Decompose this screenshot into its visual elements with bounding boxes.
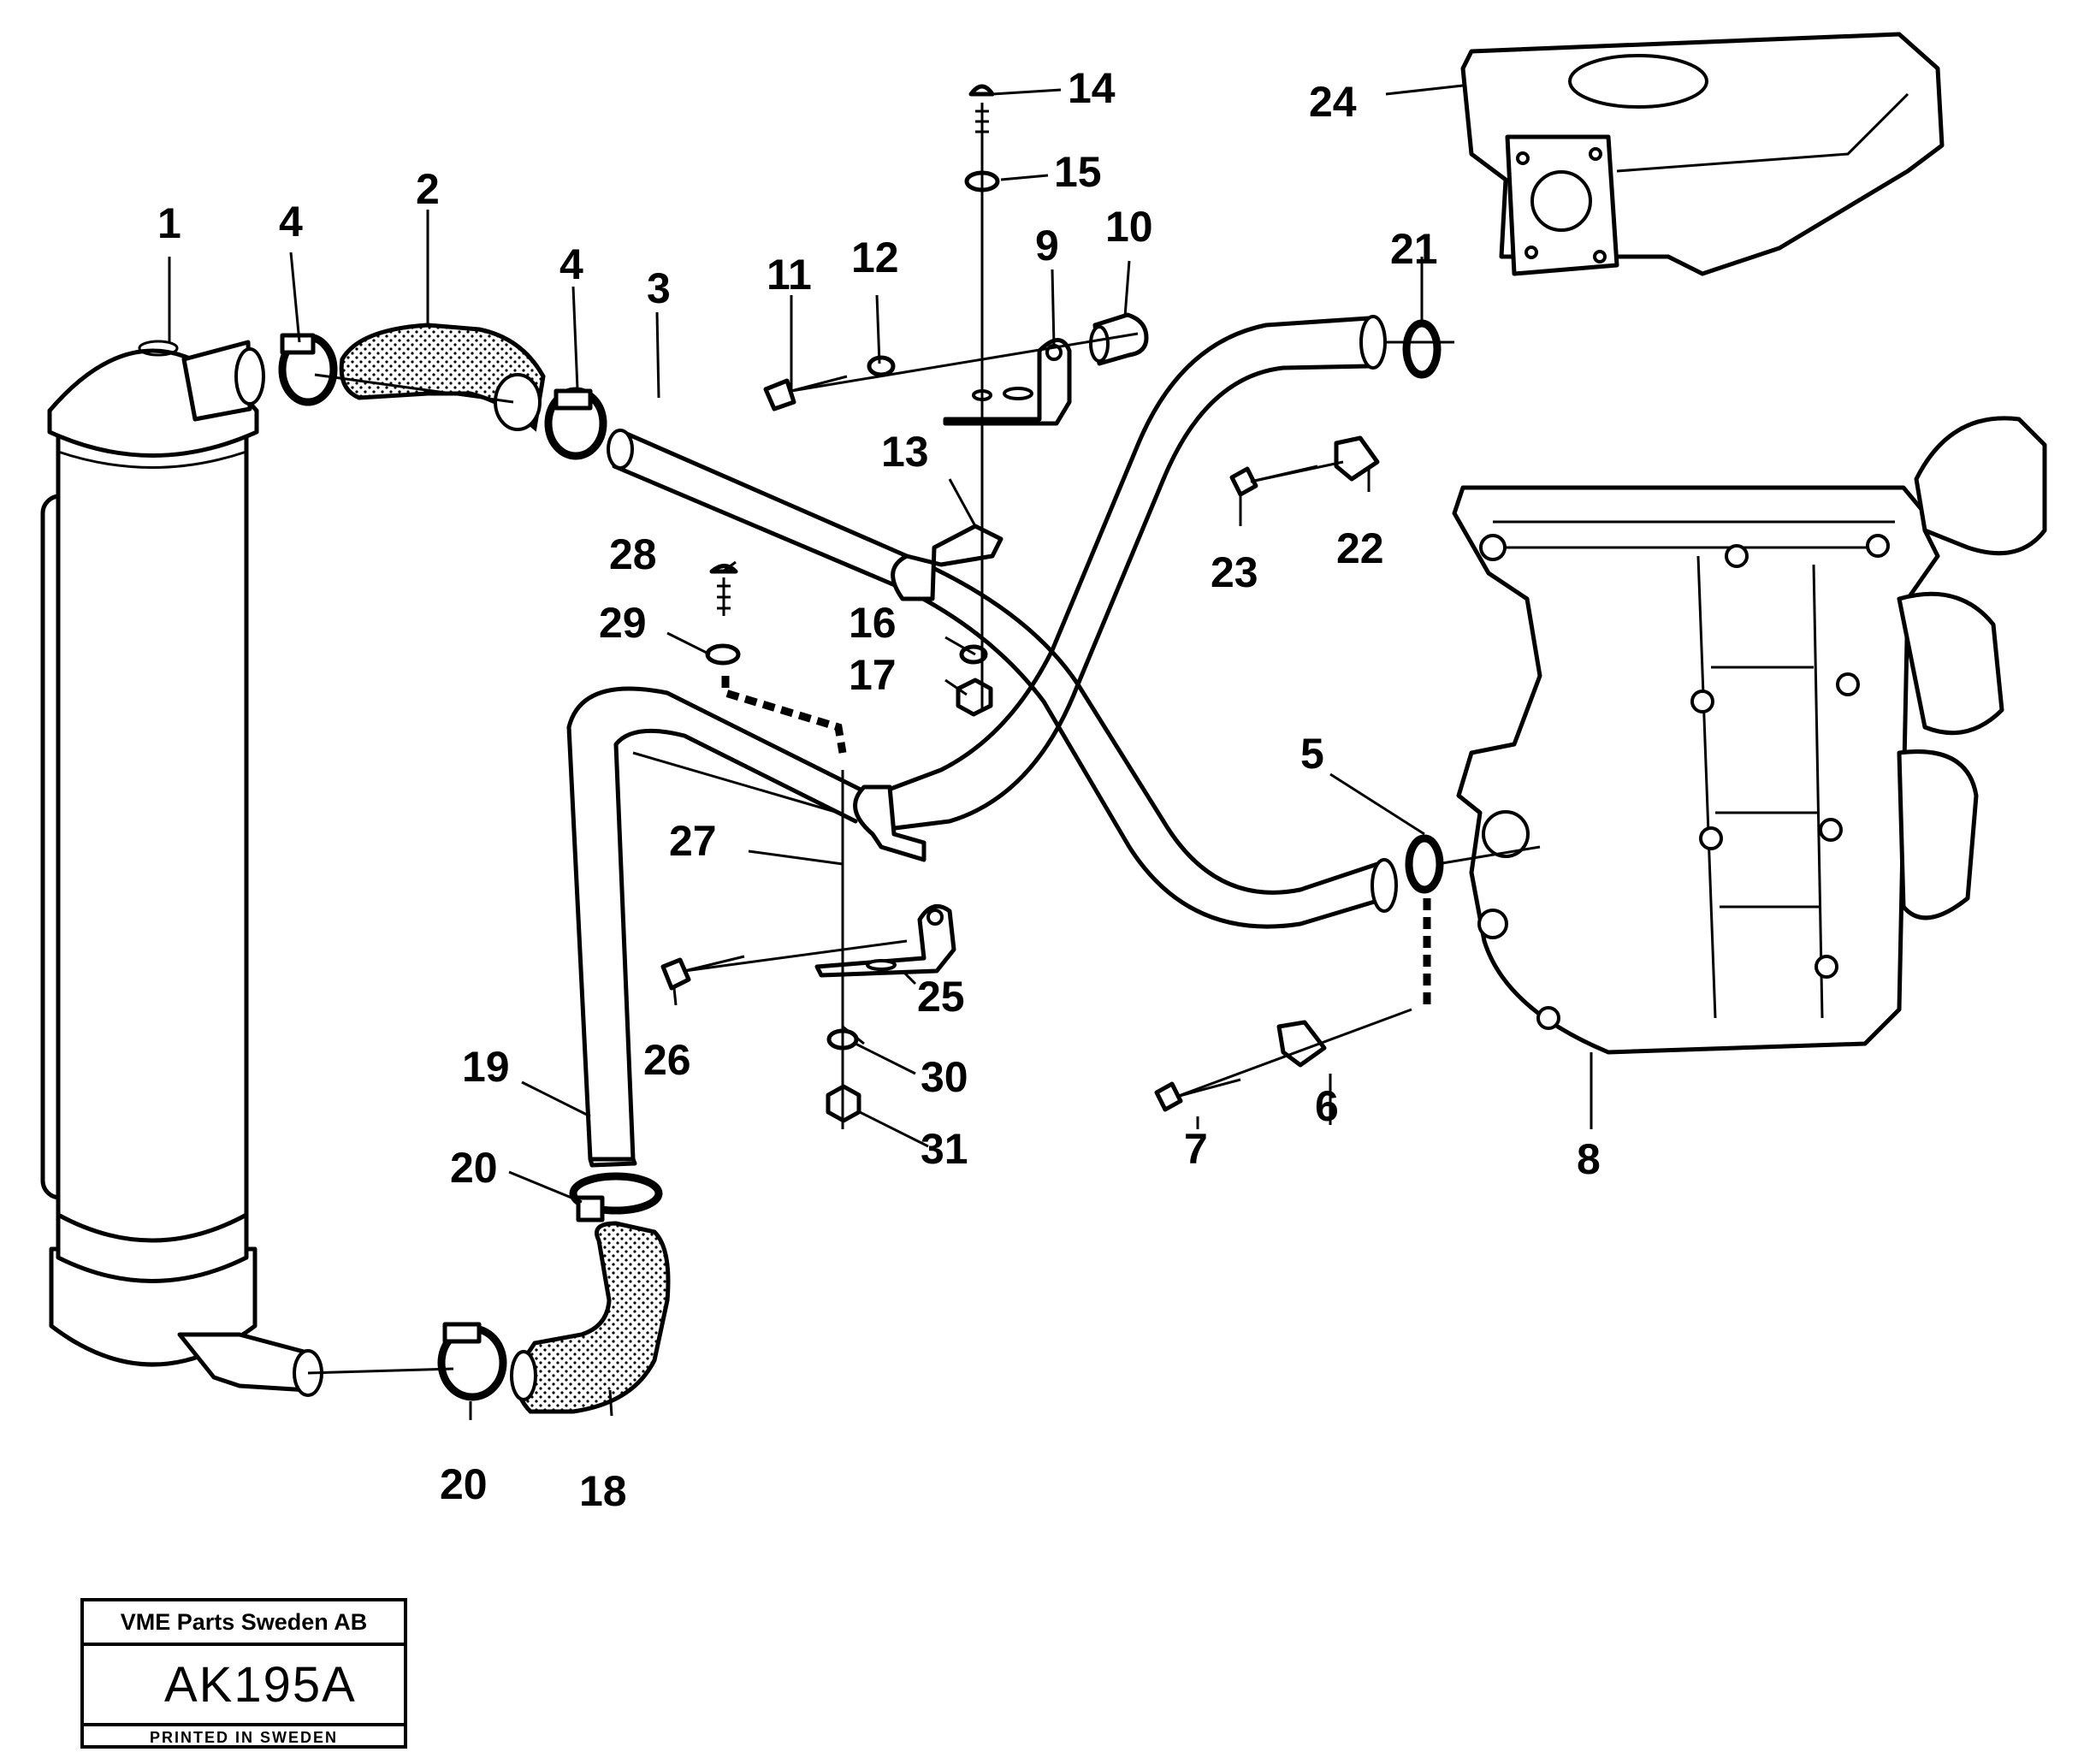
cooler-part-1	[40, 340, 259, 1367]
callout-27: 27	[669, 817, 717, 865]
callout-8: 8	[1577, 1135, 1601, 1183]
clamp-screw	[280, 333, 316, 355]
pipe-19-end	[588, 1157, 637, 1168]
callout-15: 15	[1054, 148, 1102, 196]
callout-3: 3	[647, 264, 671, 312]
callout-20-upper: 20	[450, 1144, 498, 1192]
callout-5: 5	[1300, 730, 1324, 778]
callout-24: 24	[1309, 78, 1357, 126]
drawing-code: AK195A	[84, 1646, 404, 1726]
callout-1: 1	[157, 199, 181, 247]
cover-part-24	[1460, 32, 1945, 276]
callout-25: 25	[917, 973, 965, 1021]
callout-18: 18	[579, 1467, 627, 1515]
callout-11: 11	[767, 251, 812, 299]
clip-part-22	[1334, 435, 1380, 482]
bracket-25-hole	[927, 909, 944, 926]
callout-6: 6	[1315, 1082, 1339, 1130]
callout-28: 28	[609, 530, 657, 578]
callout-22: 22	[1336, 524, 1384, 572]
callout-21: 21	[1390, 225, 1438, 273]
pipe-part-3	[612, 429, 1388, 929]
washer-part-29	[705, 643, 741, 666]
callout-19: 19	[462, 1043, 510, 1091]
assembly-lines	[307, 120, 1541, 1375]
callout-26: 26	[643, 1036, 691, 1084]
clamp-screw	[554, 388, 593, 411]
cooler-lower-outlet	[177, 1332, 311, 1393]
screw-part-7	[1154, 1081, 1183, 1112]
cooler-upper-outlet	[181, 340, 252, 422]
upper-outlet-opening	[234, 347, 265, 405]
clamp-screw	[576, 1195, 605, 1222]
callout-14: 14	[1068, 64, 1116, 112]
housing-part-8	[1452, 416, 2047, 1055]
hose-18-end	[510, 1350, 537, 1401]
pipe-3-flange	[1371, 858, 1398, 913]
callout-17: 17	[849, 651, 897, 699]
pipe-21-flange	[1359, 315, 1387, 370]
nut-part-17	[956, 678, 993, 717]
company-name: VME Parts Sweden AB	[84, 1601, 404, 1646]
spacer-10-bore	[1089, 325, 1110, 363]
callout-4-right: 4	[559, 240, 583, 288]
pipe-to-21	[870, 316, 1371, 832]
screw-28-thread	[717, 577, 731, 616]
pipe-3-end	[607, 429, 634, 470]
pipe-clip-part-13	[891, 524, 1003, 601]
gasket-part-5	[1405, 834, 1444, 894]
bolt-part-26	[660, 957, 691, 991]
printed-note: PRINTED IN SWEDEN	[149, 1729, 338, 1746]
callout-2: 2	[416, 165, 440, 213]
clamp-screw	[442, 1322, 482, 1344]
callout-23: 23	[1211, 548, 1258, 596]
callout-4-left: 4	[279, 198, 303, 246]
callout-leaders	[168, 84, 1593, 1420]
callout-12: 12	[851, 234, 899, 281]
callout-labels: 1 4 2 4 3 11 12 9 10 14 15 24 21 13 28 2…	[157, 64, 1601, 1515]
washer-part-12	[867, 355, 896, 377]
screw-part-14	[968, 84, 995, 97]
callout-20-lower: 20	[440, 1460, 488, 1508]
callout-10: 10	[1105, 203, 1153, 251]
screw-part-23	[1229, 466, 1258, 497]
hose-2-end	[494, 373, 542, 431]
bolt-part-11	[763, 378, 796, 411]
elbow-hose-part-18	[514, 1221, 671, 1414]
callout-16: 16	[849, 599, 897, 647]
callout-9: 9	[1035, 222, 1059, 269]
hose-clamp-20-upper	[569, 1172, 663, 1215]
bracket-25-slot	[866, 959, 897, 971]
bracket-9-slot	[1003, 387, 1033, 400]
elbow-hose-part-2	[339, 323, 546, 432]
pipe-part-19	[566, 686, 875, 1162]
callout-30: 30	[921, 1053, 968, 1101]
title-block: VME Parts Sweden AB AK195A PRINTED IN SW…	[80, 1598, 407, 1749]
callout-29: 29	[599, 599, 647, 647]
gasket-part-21	[1402, 319, 1442, 379]
callout-31: 31	[921, 1125, 968, 1173]
callout-7: 7	[1184, 1125, 1208, 1173]
pipe-clip-part-27	[853, 784, 927, 862]
callout-13: 13	[881, 428, 929, 476]
